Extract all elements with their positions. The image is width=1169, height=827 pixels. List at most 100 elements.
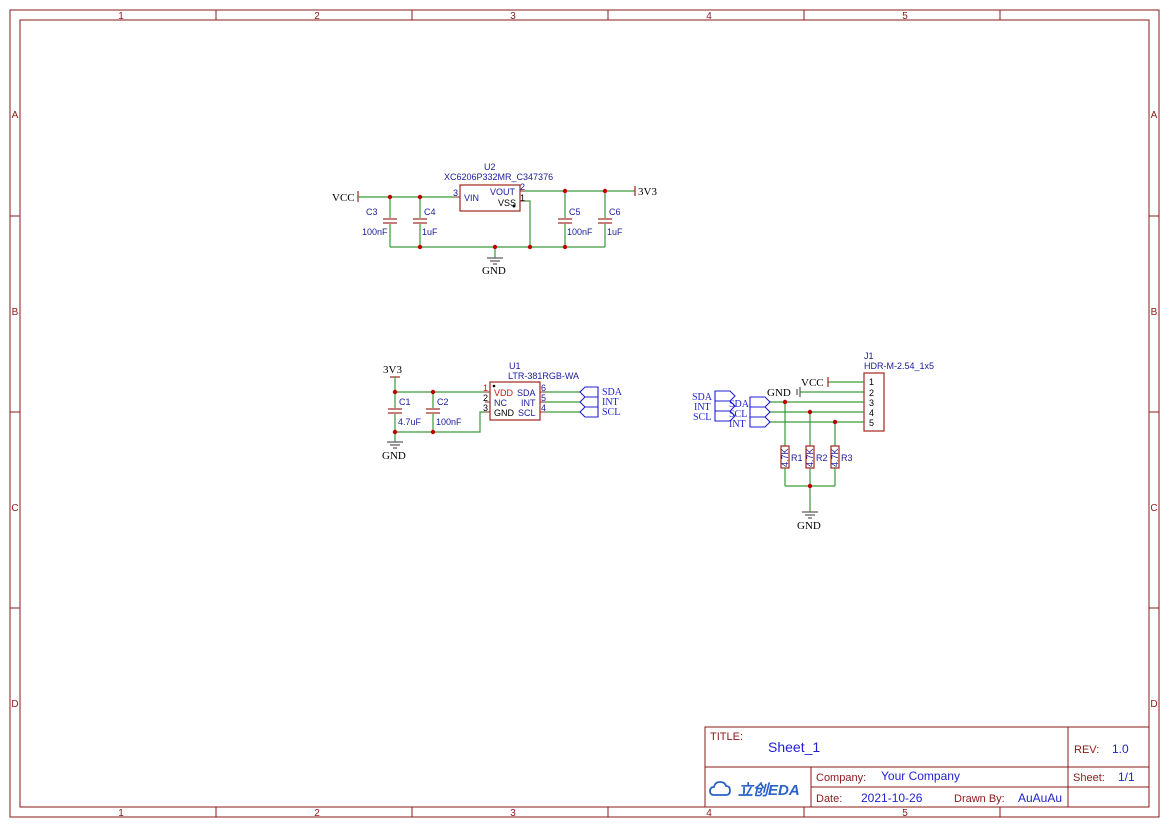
resistor-value: 4.7K [805,448,815,467]
sensor-pin-name: SCL [518,408,536,418]
connector-pin-num: 2 [869,388,874,398]
frame-col-label: 2 [314,808,320,819]
cap-value: 100nF [436,417,462,427]
date-label: Date: [816,793,842,805]
date-value: 2021-10-26 [861,791,923,805]
cap-ref: C1 [399,397,411,407]
regulator-part: XC6206P332MR_C347376 [444,172,553,182]
regulator-pin-vout: VOUT [490,187,516,197]
net-label-gnd: GND [797,520,821,532]
sensor-pin-num: 6 [541,383,546,393]
frame-col-label: 4 [706,808,712,819]
sensor-pin-num: 4 [541,403,546,413]
net-port-int[interactable] [714,400,736,412]
lceda-logo: 立创EDA [709,781,800,799]
regulator-pin-num: 2 [520,182,525,192]
frame-row-label: C [11,503,18,514]
net-port-label: INT [602,397,619,408]
sensor-ic[interactable] [489,381,541,421]
sensor-pin-name: VDD [494,388,514,398]
sensor-pin-name: GND [494,408,515,418]
sensor-pin-num: 2 [483,393,488,403]
resistor-ref: R2 [816,453,828,463]
sensor-pin-num: 1 [483,383,488,393]
regulator-ic[interactable] [459,184,521,212]
regulator-ref: U2 [484,162,496,172]
frame-col-label: 3 [510,808,516,819]
frame-col-label: 1 [118,808,124,819]
regulator-pin-num: 1 [520,193,525,203]
frame-col-label: 1 [118,11,124,22]
frame-col-label: 3 [510,11,516,22]
net-port-label: INT [694,402,711,413]
regulator-circuit: VCC U2 XC6206P332MR_C347376 VIN VOUT VSS… [332,162,657,277]
net-port-label: SCL [693,412,711,423]
net-port-sda[interactable] [714,390,736,402]
resistor-value: 4.7K [780,448,790,467]
net-port-sda[interactable] [749,396,771,408]
frame-row-label: D [1150,699,1157,710]
sensor-pin-name: SDA [517,388,536,398]
frame-row-label: B [12,307,19,318]
sensor-circuit: 3V3 GND C1 4.7uF C2 100nF [382,361,623,462]
sensor-pin-num: 5 [541,393,546,403]
net-port-scl[interactable] [749,406,771,418]
sensor-ref: U1 [509,361,521,371]
net-port-label: SCL [602,407,620,418]
regulator-pin-vss: VSS [498,198,516,208]
net-port-int[interactable] [749,416,771,428]
title-value: Sheet_1 [768,739,820,755]
cap-ref: C4 [424,207,436,217]
logo-text: 立创EDA [738,781,800,799]
resistor-value: 4.7K [830,448,840,467]
cap-value: 1uF [607,227,623,237]
net-port-scl[interactable] [714,410,736,422]
frame-row-label: C [1150,503,1157,514]
connector-pin-num: 3 [869,398,874,408]
rev-label: REV: [1074,744,1099,756]
cap-ref: C3 [366,207,378,217]
sensor-pin-name: INT [521,398,536,408]
cap-ref: C2 [437,397,449,407]
net-port-label: SDA [602,387,623,398]
cloud-icon [709,781,731,796]
sheet-value: 1/1 [1118,770,1135,784]
connector-circuit: J1 HDR-M-2.54_1x5 1 2 3 4 5 VCC GND SDA … [692,351,934,532]
net-port-scl[interactable] [579,406,599,418]
frame-row-label: B [1151,307,1158,318]
net-port-sda[interactable] [579,386,599,398]
connector-part: HDR-M-2.54_1x5 [864,361,934,371]
frame-row-label: A [1151,110,1158,121]
frame-col-label: 2 [314,11,320,22]
frame-row-label: D [11,699,18,710]
regulator-pin-vin: VIN [464,193,479,203]
title-label: TITLE: [710,731,743,743]
net-port-label: INT [729,419,746,430]
cap-value: 100nF [567,227,593,237]
resistor-ref: R1 [791,453,803,463]
net-label-vcc: VCC [332,192,355,204]
resistor-ref: R3 [841,453,853,463]
connector-pin-num: 5 [869,418,874,428]
cap-ref: C6 [609,207,621,217]
net-label-3v3: 3V3 [638,186,657,198]
frame-col-label: 5 [902,808,908,819]
sensor-part: LTR-381RGB-WA [508,371,579,381]
net-port-label: SCL [729,409,747,420]
net-label-gnd: GND [767,387,791,399]
sheet-label: Sheet: [1073,772,1105,784]
company-value: Your Company [881,769,960,783]
frame-col-label: 5 [902,11,908,22]
connector-pin-num: 1 [869,377,874,387]
connector-ref: J1 [864,351,874,361]
drawing-frame: 1 2 3 4 5 1 2 3 4 5 A B C D A B C D [9,9,1160,819]
drawn-by-value: AuAuAu [1018,791,1062,805]
net-port-int[interactable] [579,396,599,408]
cap-value: 1uF [422,227,438,237]
net-port-label: SDA [729,399,750,410]
drawn-by-label: Drawn By: [954,793,1005,805]
rev-value: 1.0 [1112,742,1129,756]
regulator-pin-num: 3 [453,188,458,198]
title-block: TITLE: Sheet_1 REV: 1.0 立创EDA Company: Y… [704,726,1150,808]
